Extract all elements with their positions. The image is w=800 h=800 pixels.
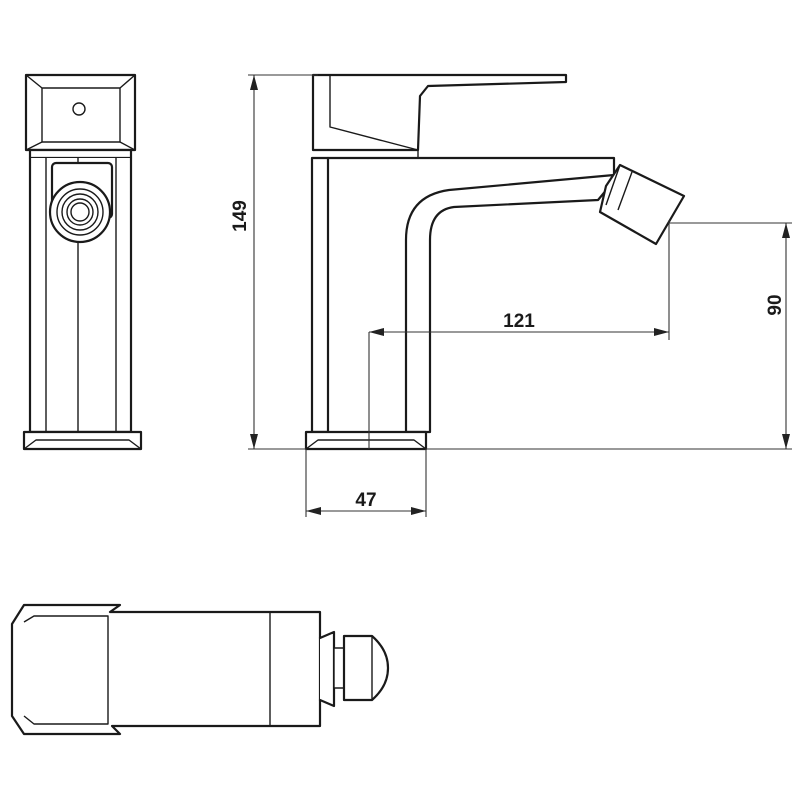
dimension-outlet-height: 90	[426, 222, 792, 450]
base-diameter-label: 47	[355, 490, 376, 511]
dimension-base-diameter: 47	[305, 449, 427, 517]
outlet-height-label: 90	[765, 294, 786, 315]
front-view	[22, 73, 143, 451]
side-view	[304, 73, 686, 451]
spout-projection-label: 121	[503, 311, 535, 332]
total-height-label: 149	[230, 200, 251, 232]
dimension-total-height: 149	[230, 74, 318, 450]
dimension-spout-projection: 121	[368, 220, 670, 449]
top-view	[10, 603, 390, 736]
